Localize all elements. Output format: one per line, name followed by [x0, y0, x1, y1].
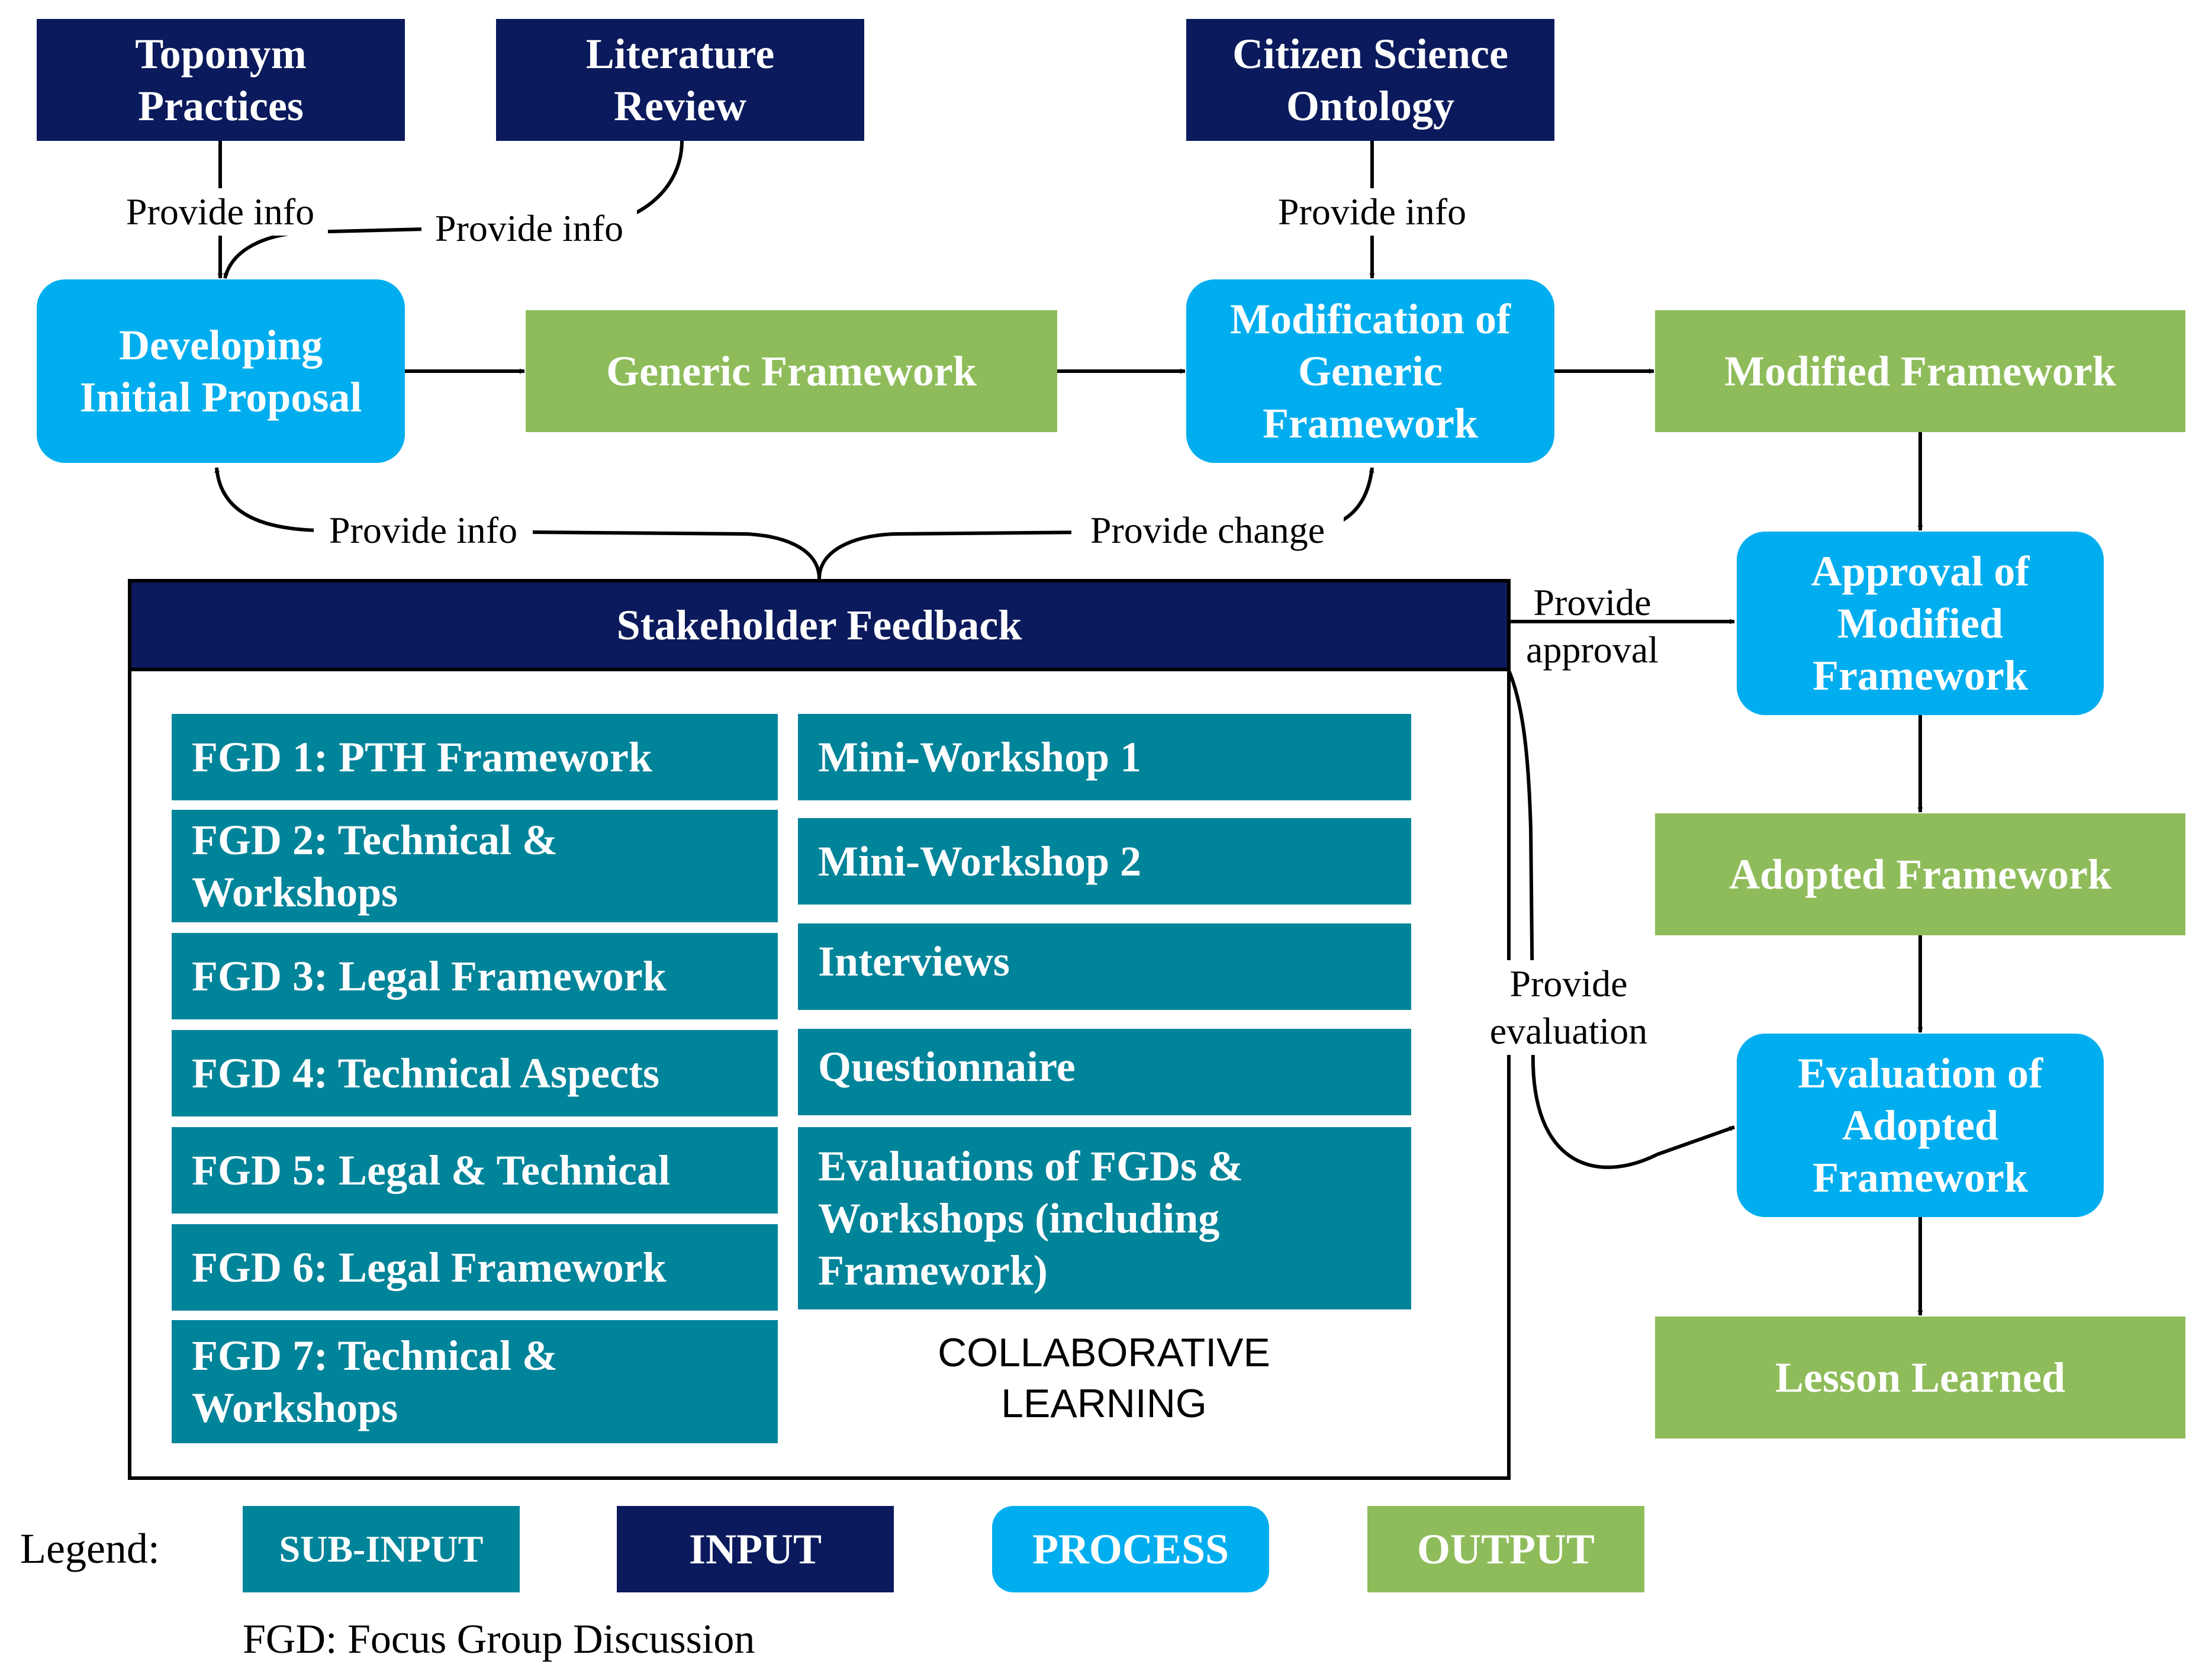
label-provide-info-citizen: Provide info — [1264, 188, 1480, 236]
questionnaire-label: Questionnaire — [818, 1043, 1076, 1090]
approval-line-1: Approval of — [1811, 548, 2030, 595]
collaborative-learning-label: COLLABORATIVE LEARNING — [829, 1327, 1379, 1429]
fgd-7-line-1: FGD 7: Technical & — [192, 1332, 558, 1379]
developing-line-1: Developing — [118, 321, 323, 369]
fgd-4-label: FGD 4: Technical Aspects — [192, 1050, 660, 1097]
collaborative-line-1: COLLABORATIVE — [938, 1330, 1270, 1375]
fgd-1-box: FGD 1: PTH Framework — [172, 714, 778, 800]
fgd-7-box: FGD 7: Technical & Workshops — [172, 1320, 778, 1443]
approval-line-3: Framework — [1813, 652, 2028, 699]
literature-review-box: Literature Review — [496, 19, 864, 141]
generic-framework-box: Generic Framework — [526, 310, 1057, 432]
generic-framework-label: Generic Framework — [606, 347, 977, 395]
citizen-line-2: Ontology — [1286, 82, 1455, 130]
label-provide-info-literature: Provide info — [421, 205, 637, 252]
label-provide-evaluation: Provide evaluation — [1462, 960, 1675, 1055]
evaluation-line-1: Evaluation of — [1797, 1050, 2043, 1097]
adopted-framework-label: Adopted Framework — [1729, 851, 2111, 898]
toponym-practices-box: Toponym Practices — [37, 19, 405, 141]
legend-sub-input-label: SUB-INPUT — [279, 1528, 484, 1570]
fgd-1-label: FGD 1: PTH Framework — [192, 733, 652, 781]
provide-approval-line-1: Provide — [1533, 581, 1652, 623]
modification-generic-framework-box: Modification of Generic Framework — [1186, 279, 1554, 463]
fgd-6-label: FGD 6: Legal Framework — [192, 1244, 667, 1291]
legend-output: OUTPUT — [1367, 1506, 1644, 1592]
mini-workshop-2-box: Mini-Workshop 2 — [798, 818, 1411, 905]
fgd-3-label: FGD 3: Legal Framework — [192, 952, 667, 1000]
modification-line-2: Generic — [1298, 347, 1443, 395]
label-provide-approval: Provide approval — [1515, 579, 1669, 674]
collaborative-line-2: LEARNING — [1001, 1381, 1207, 1426]
fgd-5-label: FGD 5: Legal & Technical — [192, 1147, 670, 1194]
modification-line-1: Modification of — [1230, 295, 1511, 343]
legend-output-label: OUTPUT — [1417, 1525, 1595, 1573]
legend-title: Legend: — [20, 1525, 160, 1572]
legend-input: INPUT — [617, 1506, 894, 1592]
citizen-science-ontology-box: Citizen Science Ontology — [1186, 19, 1554, 141]
developing-initial-proposal-box: Developing Initial Proposal — [37, 279, 405, 463]
approval-line-2: Modified — [1837, 600, 2003, 647]
questionnaire-box: Questionnaire — [798, 1029, 1411, 1115]
mini-workshop-2-label: Mini-Workshop 2 — [818, 838, 1142, 885]
evaluations-line-2: Workshops (including — [818, 1195, 1220, 1242]
approval-modified-framework-box: Approval of Modified Framework — [1737, 532, 2104, 715]
adopted-framework-box: Adopted Framework — [1655, 813, 2185, 935]
mini-workshop-1-box: Mini-Workshop 1 — [798, 714, 1411, 800]
citizen-line-1: Citizen Science — [1232, 30, 1508, 78]
label-provide-info-toponym: Provide info — [112, 188, 328, 236]
literature-line-2: Review — [614, 82, 746, 130]
toponym-line-1: Toponym — [135, 30, 307, 78]
fgd-4-box: FGD 4: Technical Aspects — [172, 1030, 778, 1116]
evaluations-line-3: Framework) — [818, 1247, 1048, 1294]
modification-line-3: Framework — [1263, 400, 1478, 447]
legend-note: FGD: Focus Group Discussion — [243, 1617, 755, 1662]
evaluation-adopted-framework-box: Evaluation of Adopted Framework — [1737, 1034, 2104, 1217]
provide-evaluation-line-1: Provide — [1509, 963, 1628, 1005]
evaluations-line-1: Evaluations of FGDs & — [818, 1142, 1244, 1190]
literature-line-1: Literature — [585, 30, 775, 78]
fgd-5-box: FGD 5: Legal & Technical — [172, 1127, 778, 1214]
lesson-learned-label: Lesson Learned — [1775, 1354, 2066, 1401]
developing-line-2: Initial Proposal — [79, 374, 362, 421]
evaluations-box: Evaluations of FGDs & Workshops (includi… — [798, 1127, 1411, 1309]
lesson-learned-box: Lesson Learned — [1655, 1317, 2185, 1438]
fgd-3-box: FGD 3: Legal Framework — [172, 933, 778, 1019]
evaluation-line-3: Framework — [1813, 1154, 2028, 1201]
stakeholder-feedback-title: Stakeholder Feedback — [128, 579, 1511, 671]
fgd-2-line-2: Workshops — [192, 868, 398, 916]
modified-framework-label: Modified Framework — [1724, 347, 2116, 395]
fgd-2-box: FGD 2: Technical & Workshops — [172, 810, 778, 922]
interviews-box: Interviews — [798, 923, 1411, 1010]
legend-process: PROCESS — [992, 1506, 1269, 1592]
fgd-2-line-1: FGD 2: Technical & — [192, 816, 558, 864]
modified-framework-box: Modified Framework — [1655, 310, 2185, 432]
legend-input-label: INPUT — [688, 1525, 822, 1573]
fgd-7-line-2: Workshops — [192, 1384, 398, 1431]
provide-evaluation-line-2: evaluation — [1489, 1010, 1648, 1052]
legend-process-label: PROCESS — [1032, 1525, 1229, 1573]
provide-approval-line-2: approval — [1515, 626, 1669, 674]
legend-sub-input: SUB-INPUT — [243, 1506, 520, 1592]
mini-workshop-1-label: Mini-Workshop 1 — [818, 733, 1142, 781]
interviews-label: Interviews — [818, 938, 1010, 985]
label-provide-change: Provide change — [1071, 507, 1344, 554]
label-provide-info-feedback: Provide info — [314, 507, 533, 554]
fgd-6-box: FGD 6: Legal Framework — [172, 1224, 778, 1311]
toponym-line-2: Practices — [138, 82, 304, 130]
evaluation-line-2: Adopted — [1842, 1102, 1999, 1149]
